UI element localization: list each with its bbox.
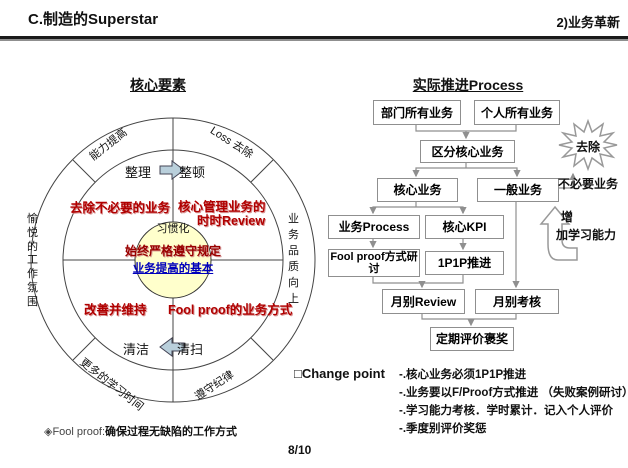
quad-core-review-line2: 时时Review [197, 214, 266, 228]
box-business-process: 业务Process [328, 215, 420, 239]
header-divider [0, 36, 628, 41]
burst-icon [558, 118, 618, 172]
quad-remove-unnecessary: 去除不必要的业务 [70, 201, 171, 215]
box-personal-business: 个人所有业务 [474, 100, 560, 125]
box-foolproof-study: Fool proof方式研讨 [328, 249, 420, 277]
burst-label-remove: 去除 [575, 140, 600, 154]
box-general-business: 一般业务 [477, 178, 559, 202]
footnote: ◈Fool proof:确保过程无缺陷的工作方式 [44, 423, 237, 439]
page-number: 8/10 [288, 443, 312, 457]
footnote-prefix: ◈Fool proof: [44, 426, 106, 438]
label-increase-line1: 增 [561, 210, 574, 224]
change-point-item: -.核心业务必须1P1P推进 [399, 369, 527, 381]
bent-up-arrow-icon [539, 205, 578, 261]
box-periodic-award: 定期评价褒奖 [430, 327, 514, 351]
ring-divider-se [250, 337, 274, 361]
ring-label-pleasant-atmosphere: 愉悦的工作氛围 [27, 213, 38, 308]
slide-title: C.制造的Superstar [28, 11, 159, 28]
arrow-left-icon [159, 337, 185, 357]
arrow-right-icon [159, 160, 185, 180]
box-monthly-assessment: 月别考核 [475, 289, 559, 314]
change-point-list: -.核心业务必须1P1P推进 -.业务要以F/Proof方式推进 （失败案例研讨… [399, 366, 628, 438]
change-point-item: -.学习能力考核．学时累计．记入个人评价 [399, 405, 614, 417]
change-point-item: -.业务要以F/Proof方式推进 （失败案例研讨） [399, 387, 628, 399]
ring-label-quality-up: 业务品质向上 [288, 213, 299, 305]
ring-divider-nw [72, 159, 96, 183]
box-core-kpi: 核心KPI [425, 215, 504, 239]
ring-divider-ne [250, 159, 274, 183]
process-title: 实际推进Process [412, 77, 524, 93]
core-elements-diagram [30, 117, 316, 403]
quad-core-review-line1: 核心管理业务的 [178, 200, 266, 214]
center-habit: 习惯化 [156, 223, 190, 235]
box-monthly-review: 月别Review [382, 289, 465, 314]
ring-divider-sw [72, 337, 96, 361]
section-label: 2)业务革新 [556, 15, 620, 30]
label-unnecessary-business: 不必要业务 [558, 177, 619, 191]
center-business-basic: 业务提高的基本 [132, 263, 214, 275]
box-dept-business: 部门所有业务 [373, 100, 461, 125]
core-elements-title: 核心要素 [130, 77, 186, 93]
label-increase-line2: 加学习能力 [556, 228, 617, 242]
label-seiso: 清扫 [176, 342, 203, 357]
quad-foolproof-method: Fool proof的业务方式 [168, 303, 293, 317]
center-follow-rules: 始终严格遵守规定 [124, 244, 221, 258]
change-point-item: -.季度别评价奖惩 [399, 423, 487, 435]
center-circle [134, 221, 212, 299]
label-seiketsu: 清洁 [122, 342, 149, 357]
box-1p1p: 1P1P推进 [425, 251, 504, 275]
label-seiton: 整顿 [178, 165, 205, 180]
box-classify-core: 区分核心业务 [420, 140, 515, 163]
label-seiri: 整理 [124, 165, 151, 180]
quad-improve-maintain: 改善并维持 [84, 303, 147, 317]
footnote-text: 确保过程无缺陷的工作方式 [105, 426, 238, 438]
change-point-label: □Change point [294, 366, 385, 381]
box-core-business: 核心业务 [377, 178, 458, 202]
